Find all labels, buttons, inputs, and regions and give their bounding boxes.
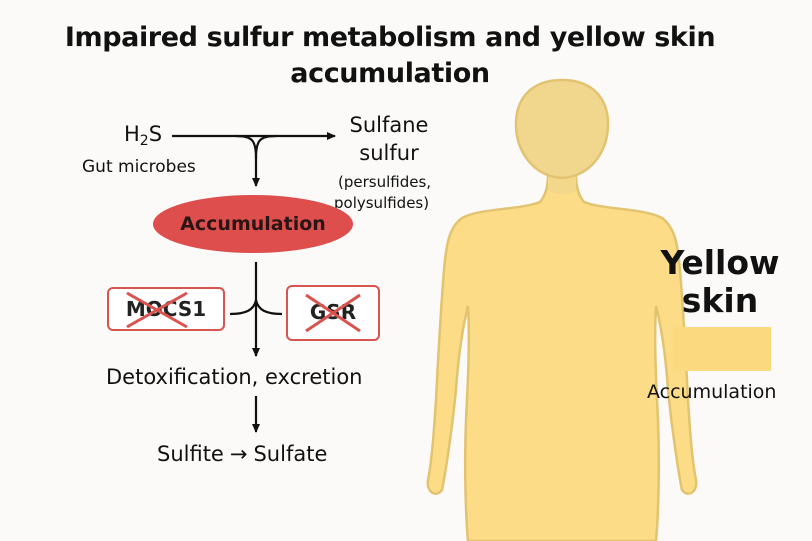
sulfate-label: Sulfate: [253, 442, 328, 466]
persulfides-note: (persulfides,: [338, 173, 432, 191]
h2s-label: H2S: [124, 122, 163, 149]
sulfane-label: Sulfane: [349, 113, 429, 137]
yellow-skin-title-line-1: Yellow: [660, 243, 780, 282]
body-head: [514, 78, 610, 180]
enzyme-merge-left: [229, 299, 258, 316]
branch-curve-right: [254, 134, 277, 159]
right-arrow-icon: →: [229, 442, 248, 466]
yellow-skin-swatch: [673, 327, 771, 371]
swatch-accumulation-label: Accumulation: [647, 381, 777, 403]
human-body-silhouette-icon: [426, 78, 698, 541]
polysulfides-note: polysulfides): [334, 194, 430, 212]
body-torso: [426, 173, 698, 541]
enzyme-merge-right: [254, 299, 283, 316]
accumulation-ellipse: [153, 195, 353, 253]
sulfite-label: Sulfite: [157, 442, 224, 466]
sulfite-sulfate-label: Sulfite→Sulfate: [157, 440, 327, 468]
gut-microbes-label: Gut microbes: [82, 157, 196, 177]
red-x-cross-icon: [125, 291, 188, 328]
branch-curve: [235, 134, 258, 159]
sulfur-label: sulfur: [359, 141, 419, 165]
enzyme-box-gsr: GSR: [286, 285, 380, 341]
accumulation-label: Accumulation: [180, 213, 326, 235]
detoxification-label: Detoxification, excretion: [106, 365, 363, 389]
yellow-skin-title-line-2: skin: [681, 281, 759, 320]
figure-title-line-2: accumulation: [290, 58, 490, 89]
figure-title-line-1: Impaired sulfur metabolism and yellow sk…: [64, 22, 716, 53]
red-x-cross-icon: [304, 293, 361, 332]
enzyme-box-mocs1: MOCS1: [107, 287, 225, 331]
